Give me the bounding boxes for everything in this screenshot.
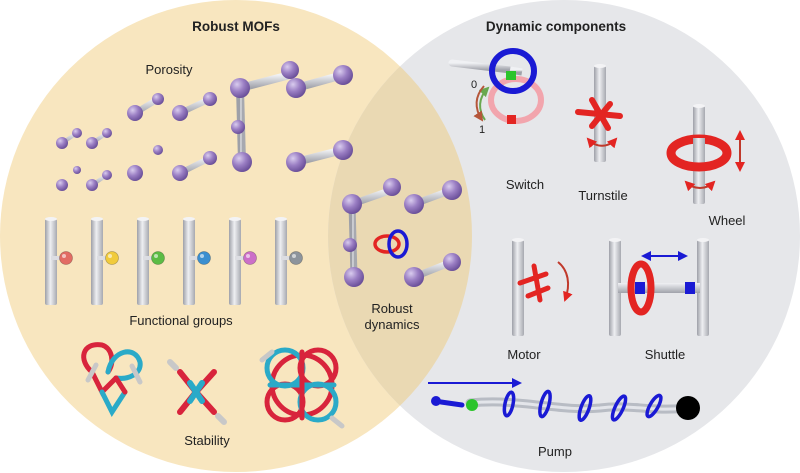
porosity-cube-small (56, 128, 112, 191)
functional-group-pillar (91, 217, 119, 305)
pump-label: Pump (538, 444, 572, 459)
stability-label: Stability (184, 433, 230, 448)
switch-state-0-label: 0 (471, 79, 477, 91)
robust-dynamics-cube (342, 178, 462, 287)
stability-cluster-2 (167, 359, 227, 425)
right-circle (328, 0, 800, 472)
functional-group-ball (59, 251, 73, 265)
robust-dynamics-label-line1: Robust (371, 301, 413, 316)
pump-diagram (428, 378, 700, 423)
switch-diagram (448, 48, 544, 124)
left-set-title: Robust MOFs (192, 19, 280, 34)
functional-groups-label: Functional groups (129, 313, 233, 328)
wheel-label: Wheel (709, 213, 746, 228)
wheel-diagram (666, 104, 745, 204)
porosity-cube-large (230, 61, 353, 172)
functional-group-pillar (137, 217, 165, 305)
functional-group-ball (197, 251, 211, 265)
switch-state-1-label: 1 (479, 124, 485, 136)
functional-group-ball (151, 251, 165, 265)
stability-cluster-3 (259, 347, 345, 429)
motor-diagram (512, 238, 573, 336)
motor-label: Motor (507, 347, 541, 362)
functional-group-pillar (183, 217, 211, 305)
stability-cluster-1 (81, 342, 143, 418)
switch-label: Switch (506, 177, 544, 192)
functional-groups-pillars (45, 217, 303, 305)
shuttle-label: Shuttle (645, 347, 685, 362)
porosity-label: Porosity (146, 62, 193, 77)
right-set-title: Dynamic components (486, 19, 626, 34)
turnstile-label: Turnstile (578, 188, 627, 203)
functional-group-pillar (229, 217, 257, 305)
porosity-cube-medium (127, 92, 217, 181)
shuttle-diagram (609, 238, 709, 336)
functional-group-ball (105, 251, 119, 265)
functional-group-pillar (45, 217, 73, 305)
turnstile-diagram (575, 64, 623, 162)
functional-group-ball (243, 251, 257, 265)
functional-group-ball (289, 251, 303, 265)
robust-dynamics-label-line2: dynamics (365, 317, 420, 332)
functional-group-pillar (275, 217, 303, 305)
